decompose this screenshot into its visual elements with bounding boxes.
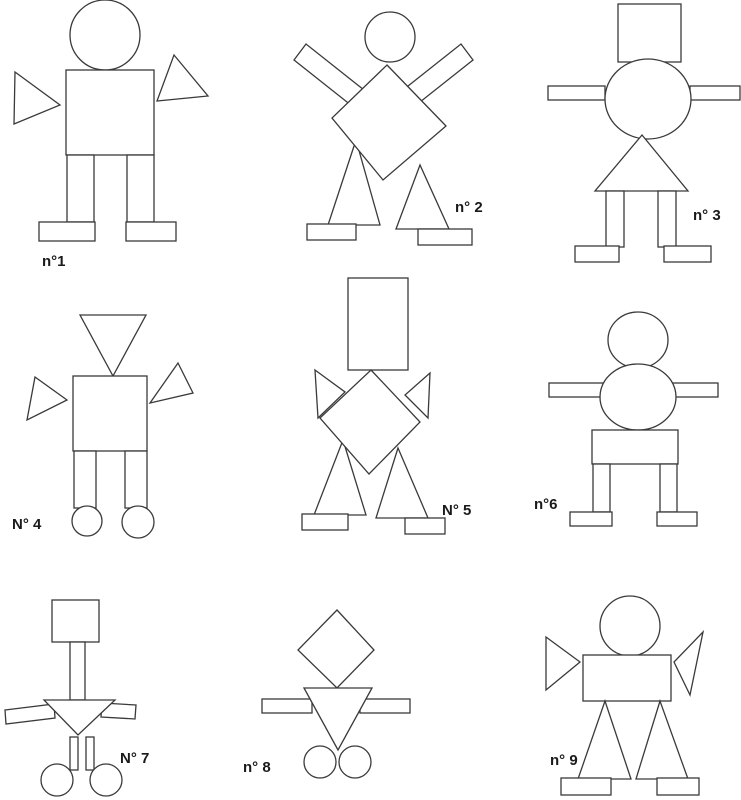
figure-8-head-diamond	[298, 610, 374, 688]
figure-1-right-arm-triangle	[157, 55, 208, 101]
figure-4-head-triangle	[80, 315, 146, 376]
figure-6-right-leg	[660, 464, 677, 512]
figure-8-right-arm-bar	[360, 699, 410, 713]
figure-9-head-circle	[600, 596, 660, 656]
figure-8-left-arm-bar	[262, 699, 312, 713]
figure-8-left-foot-circle	[304, 746, 336, 778]
figure-6-label: n°6	[534, 497, 558, 512]
figure-8	[262, 610, 410, 778]
figure-3-left-leg	[606, 191, 624, 247]
figure-4-left-leg	[74, 451, 96, 508]
figure-4-label: N° 4	[12, 517, 41, 532]
figure-3-left-arm-bar	[548, 86, 605, 100]
figure-5	[302, 278, 445, 534]
figure-3-right-arm-bar	[690, 86, 740, 100]
figure-4-right-leg	[125, 451, 147, 508]
figure-9-right-leg-triangle	[636, 701, 688, 779]
figure-9-right-foot	[657, 778, 699, 795]
figure-6-hips-rectangle	[592, 430, 678, 464]
figure-2-right-leg-triangle	[396, 165, 449, 229]
figure-1-right-leg	[127, 155, 154, 222]
figure-2-right-foot	[418, 229, 472, 245]
figure-1-head-circle	[70, 0, 140, 70]
figure-8-body-triangle	[304, 688, 372, 750]
figure-9-left-leg-triangle	[578, 701, 631, 779]
figure-6-right-arm-bar	[672, 383, 718, 397]
figure-6-right-foot	[657, 512, 697, 526]
figure-5-label: N° 5	[442, 503, 471, 518]
figure-3-label: n° 3	[693, 208, 721, 223]
figure-8-label: n° 8	[243, 760, 271, 775]
figure-9-left-arm-triangle	[546, 637, 580, 690]
figure-3-right-foot	[664, 246, 711, 262]
figure-7-left-leg	[70, 737, 78, 770]
figure-4-right-foot-circle	[122, 506, 154, 538]
figure-4-body-square	[73, 376, 147, 451]
figure-1-left-foot	[39, 222, 95, 241]
figure-1	[14, 0, 208, 241]
figure-9-label: n° 9	[550, 753, 578, 768]
figure-7-left-wheel-circle	[41, 764, 73, 796]
figure-2-label: n° 2	[455, 200, 483, 215]
figure-1-right-foot	[126, 222, 176, 241]
figure-4	[27, 315, 193, 538]
figure-7-right-wheel-circle	[90, 764, 122, 796]
figure-9-right-arm-triangle	[674, 632, 703, 695]
figure-7-left-arm-bar	[5, 704, 55, 724]
figure-9-left-foot	[561, 778, 611, 795]
figure-4-left-foot-circle	[72, 506, 102, 536]
figure-4-left-arm-triangle	[27, 377, 67, 420]
figure-7-neck-bar	[70, 642, 85, 700]
figure-1-left-arm-triangle	[14, 72, 60, 124]
figure-6-left-arm-bar	[549, 383, 605, 397]
figure-5-left-foot	[302, 514, 348, 530]
figure-6-head-circle	[608, 312, 668, 368]
figure-3-right-leg	[658, 191, 676, 247]
figure-3-body-circle	[605, 59, 691, 139]
figure-6-left-foot	[570, 512, 612, 526]
figure-7-head-square	[52, 600, 99, 642]
figure-7-label: N° 7	[120, 751, 149, 766]
figure-5-right-foot	[405, 518, 445, 534]
figure-2-head-circle	[365, 12, 415, 62]
figure-2	[294, 12, 473, 245]
figure-1-body-square	[66, 70, 154, 155]
figure-3-skirt-triangle	[595, 135, 688, 191]
figure-5-head-rectangle	[348, 278, 408, 370]
figure-6	[549, 312, 718, 526]
figure-7	[5, 600, 136, 796]
figure-3-left-foot	[575, 246, 619, 262]
figure-9-body-rectangle	[583, 655, 671, 701]
figure-8-right-foot-circle	[339, 746, 371, 778]
figure-3-head-square	[618, 4, 681, 62]
figure-2-left-foot	[307, 224, 356, 240]
figure-1-left-leg	[67, 155, 94, 222]
figure-6-body-circle	[600, 364, 676, 430]
figure-7-right-leg	[86, 737, 94, 770]
figure-6-left-leg	[593, 464, 610, 512]
figure-4-right-arm-triangle	[150, 363, 193, 403]
figure-1-label: n°1	[42, 254, 66, 269]
